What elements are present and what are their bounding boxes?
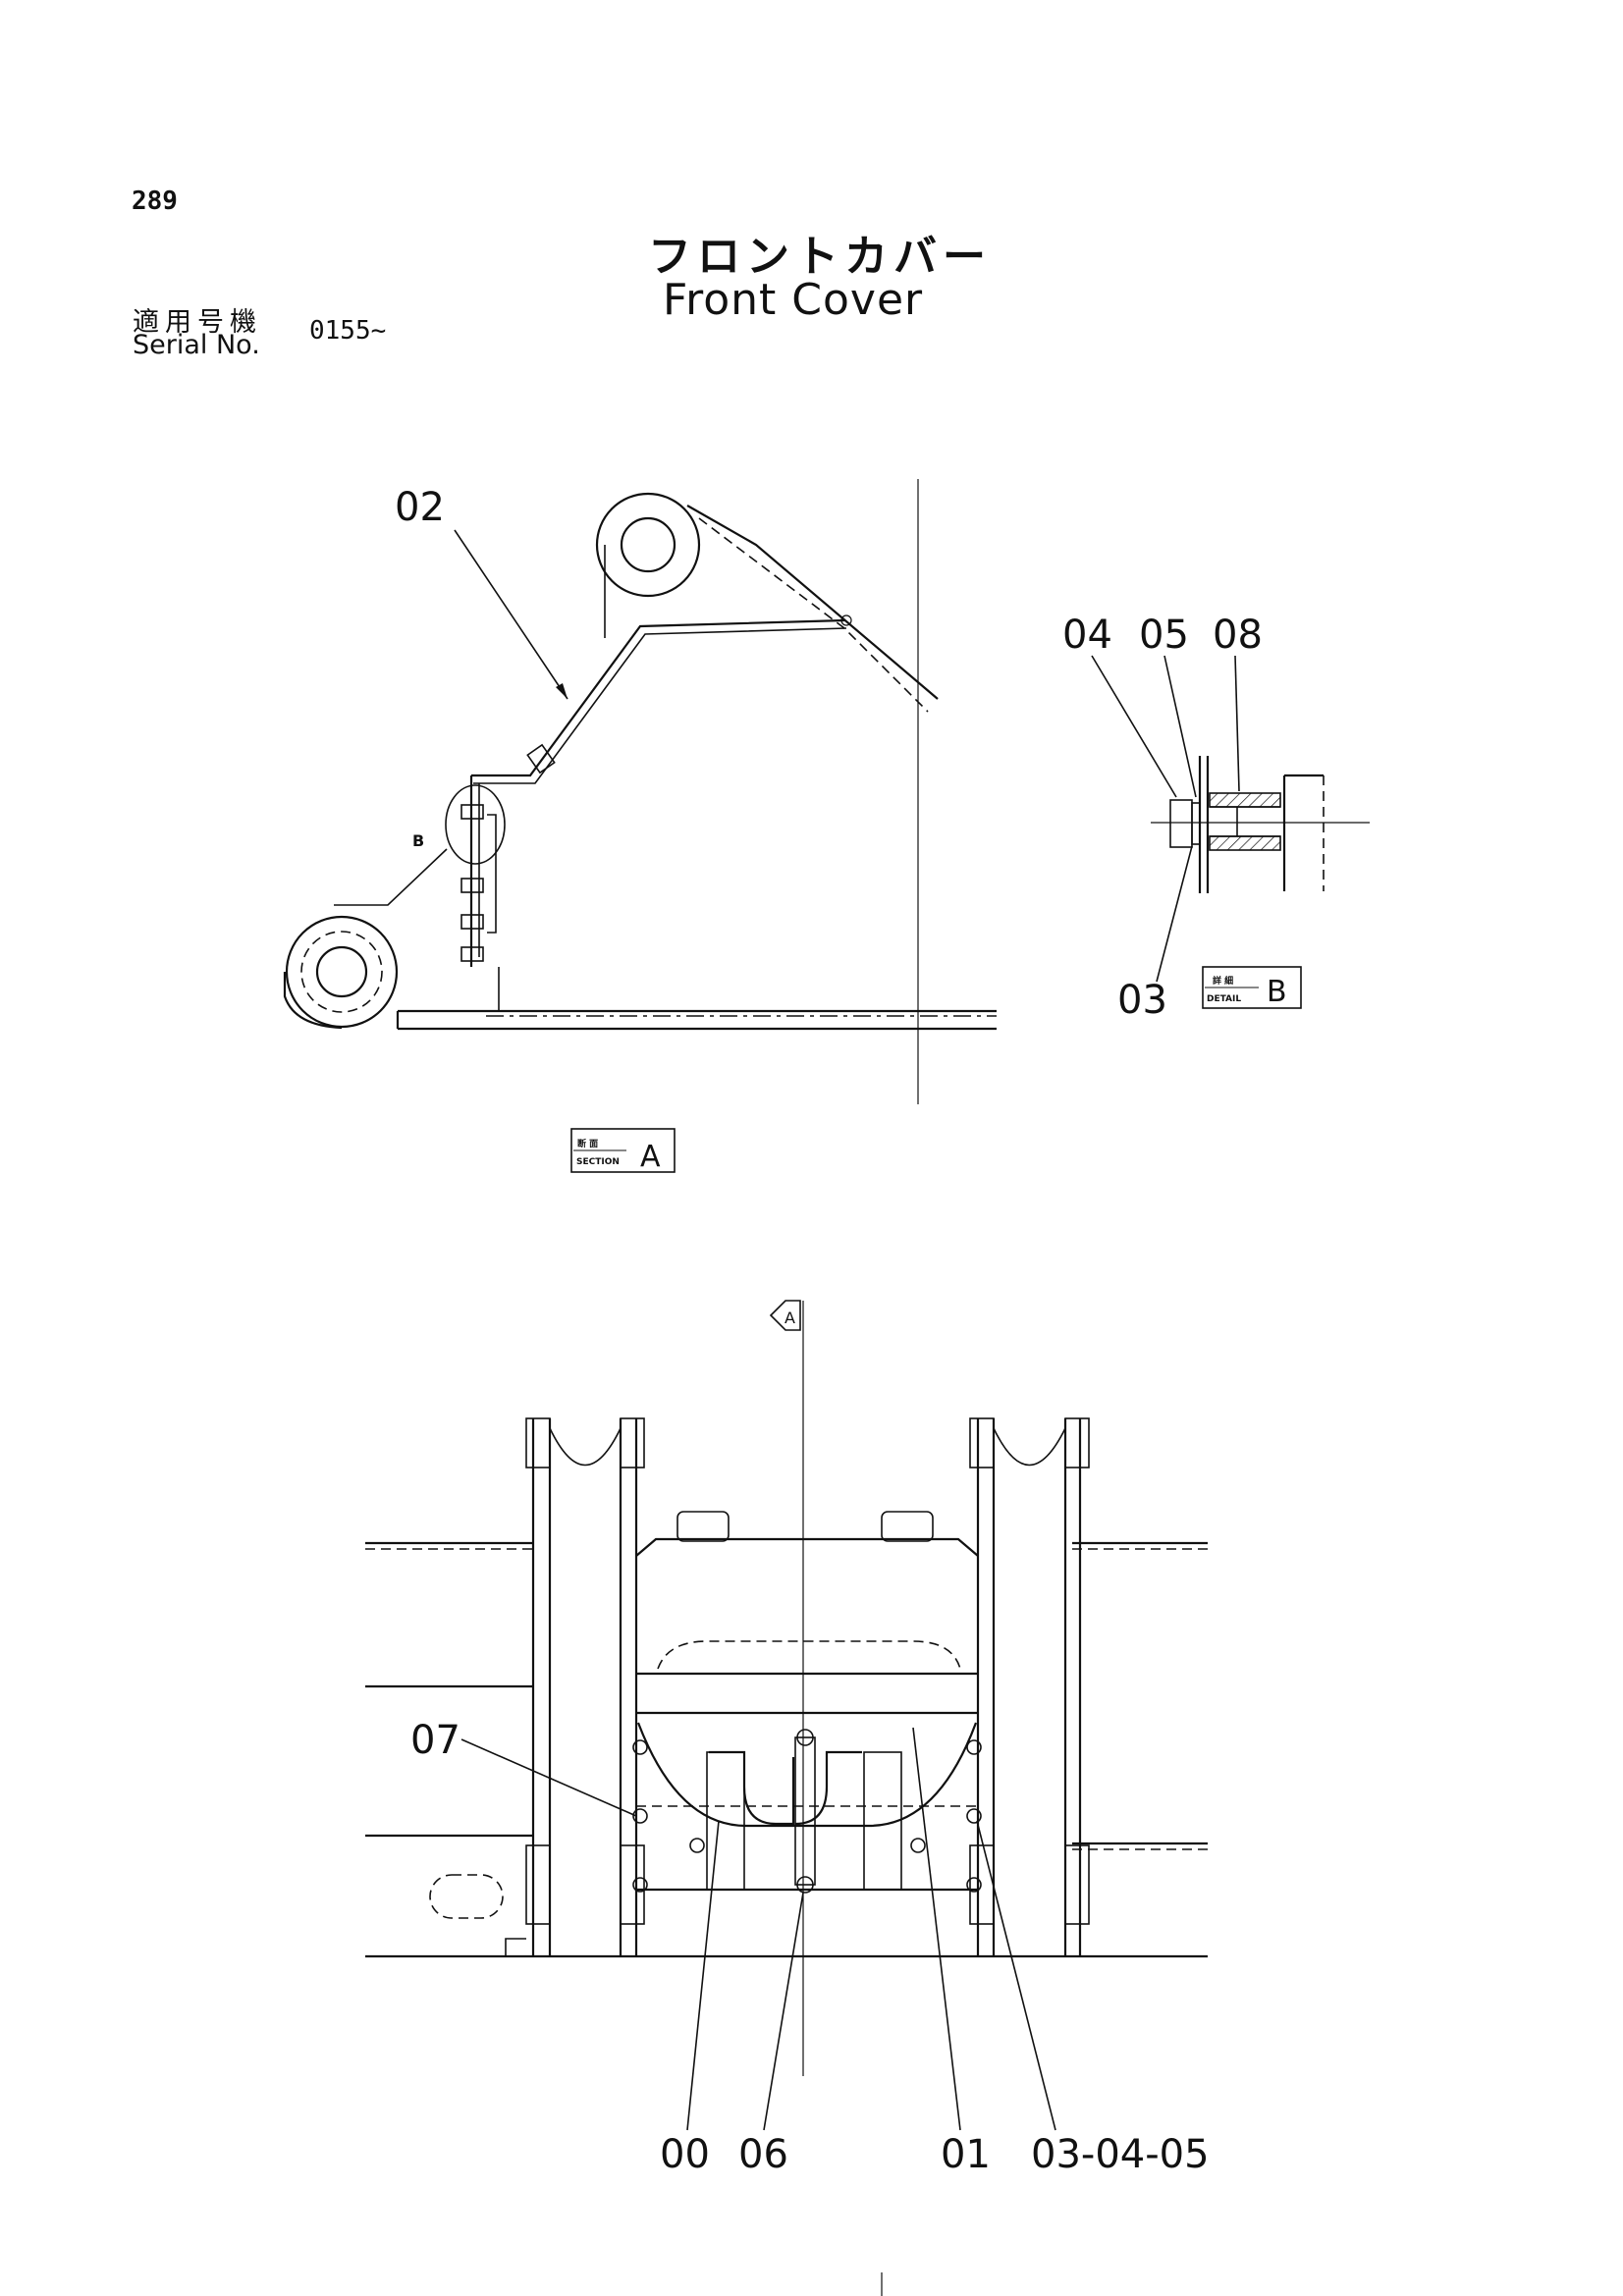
lower-boss-hidden — [300, 931, 383, 1013]
cover-bracket — [487, 814, 497, 934]
title-japanese: フロントカバー — [648, 232, 992, 282]
serial-label-english: Serial No. — [133, 330, 260, 360]
serial-label-japanese: 適用号機 — [133, 307, 262, 338]
upper-boss-inner — [620, 516, 676, 573]
right-bracket-cap-1 — [969, 1417, 995, 1468]
detail-b-tag-jp: 詳 細 — [1213, 975, 1233, 987]
cover-bolt-4 — [460, 946, 484, 962]
callout-01-leader — [912, 1727, 961, 2131]
cover-slot-right — [794, 1750, 862, 1826]
title-english: Front Cover — [663, 275, 924, 325]
callout-08: 08 — [1213, 613, 1263, 658]
cover-bolt-2 — [460, 878, 484, 893]
section-marker-letter: A — [784, 1308, 795, 1327]
callout-03: 03 — [1117, 978, 1167, 1023]
cover-plate-inner — [473, 627, 847, 784]
callout-04-leader — [1091, 655, 1177, 798]
right-bracket-arc — [993, 1427, 1066, 1467]
callout-03-leader — [1156, 845, 1193, 983]
housing-handle-right — [881, 1511, 934, 1542]
housing-top — [635, 1537, 979, 1557]
section-a-tag-letter: A — [640, 1140, 661, 1174]
callout-08-leader — [1234, 655, 1240, 792]
bolt-7 — [796, 1729, 814, 1746]
bolt-3 — [632, 1877, 648, 1893]
page-number: 289 — [132, 187, 178, 216]
housing-handle-left — [676, 1511, 730, 1542]
callout-00-leader — [686, 1820, 720, 2131]
callout-02: 02 — [395, 485, 445, 530]
detail-washer — [1191, 802, 1201, 845]
right-bracket-cap-2 — [1064, 1417, 1090, 1468]
left-oval-opening — [429, 1874, 504, 1919]
detail-b-tag-en: DETAIL — [1207, 994, 1241, 1004]
left-bracket-cap-1 — [525, 1417, 551, 1468]
plan-view: A — [365, 1300, 1210, 2177]
front-cover-arc — [636, 1722, 978, 1828]
serial-number-value: 0155~ — [309, 316, 387, 346]
bolt-2 — [632, 1808, 648, 1824]
callout-07-leader — [460, 1738, 637, 1817]
left-bracket-foot-1 — [525, 1844, 551, 1925]
left-bracket-cap-2 — [620, 1417, 645, 1468]
callout-05-leader — [1163, 655, 1197, 798]
detail-b-view: 04 05 08 03 詳 細 DETAIL B — [1062, 613, 1370, 1023]
detail-bolt-head — [1169, 799, 1193, 848]
callout-03-04-05: 03-04-05 — [1031, 2132, 1210, 2177]
detail-b-tag-letter: B — [1267, 975, 1287, 1009]
left-step — [505, 1938, 526, 1956]
callout-02-arrow — [556, 683, 568, 699]
cover-bolt-3 — [460, 914, 484, 930]
bolt-6 — [966, 1877, 982, 1893]
cover-end-bolt — [840, 614, 852, 626]
callout-04: 04 — [1062, 613, 1112, 658]
cover-bolt-1 — [460, 804, 484, 820]
cover-center-rib — [794, 1736, 816, 1886]
cover-rib-left — [706, 1751, 745, 1891]
cover-slot-left — [709, 1750, 795, 1826]
upper-arm-hidden — [698, 517, 929, 713]
right-bracket-foot-2 — [1064, 1844, 1090, 1925]
callout-07: 07 — [410, 1718, 460, 1763]
callout-01: 01 — [941, 2132, 991, 2177]
housing-hidden-arc — [657, 1640, 961, 1670]
left-bracket-arc — [549, 1427, 622, 1467]
bolt-10 — [910, 1838, 926, 1853]
callout-03-04-05-leader — [976, 1820, 1056, 2131]
section-a-view: 02 B 断 面 SECTION A — [283, 479, 997, 1174]
detail-b-leader — [334, 848, 448, 906]
lower-boss-outer — [285, 915, 399, 1029]
section-a-tag-jp: 断 面 — [577, 1138, 598, 1149]
lower-boss-tail — [283, 972, 343, 1030]
callout-05: 05 — [1139, 613, 1189, 658]
callout-06: 06 — [738, 2132, 788, 2177]
detail-spacer-top — [1209, 792, 1281, 808]
cover-plate-outer — [471, 618, 845, 777]
right-bracket-foot-1 — [969, 1844, 995, 1925]
cover-bolt-5 — [526, 743, 556, 774]
upper-arm-edge — [686, 505, 939, 700]
bolt-9 — [689, 1838, 705, 1853]
bolt-1 — [632, 1739, 648, 1755]
callout-00: 00 — [660, 2132, 710, 2177]
left-bracket-foot-2 — [620, 1844, 645, 1925]
bolt-8 — [796, 1876, 814, 1894]
section-marker-arrow — [769, 1300, 801, 1331]
lower-boss-inner — [315, 945, 368, 998]
bolt-4 — [966, 1739, 982, 1755]
detail-spacer-bottom — [1209, 835, 1281, 851]
upper-boss-outer — [595, 492, 701, 598]
detail-b-marker — [445, 784, 506, 865]
callout-06-leader — [763, 1892, 804, 2131]
plan-bolts — [632, 1729, 982, 1894]
callout-02-leader — [454, 529, 568, 700]
section-a-tag-en: SECTION — [576, 1157, 620, 1167]
bolt-5 — [966, 1808, 982, 1824]
callout-b: B — [412, 831, 424, 850]
